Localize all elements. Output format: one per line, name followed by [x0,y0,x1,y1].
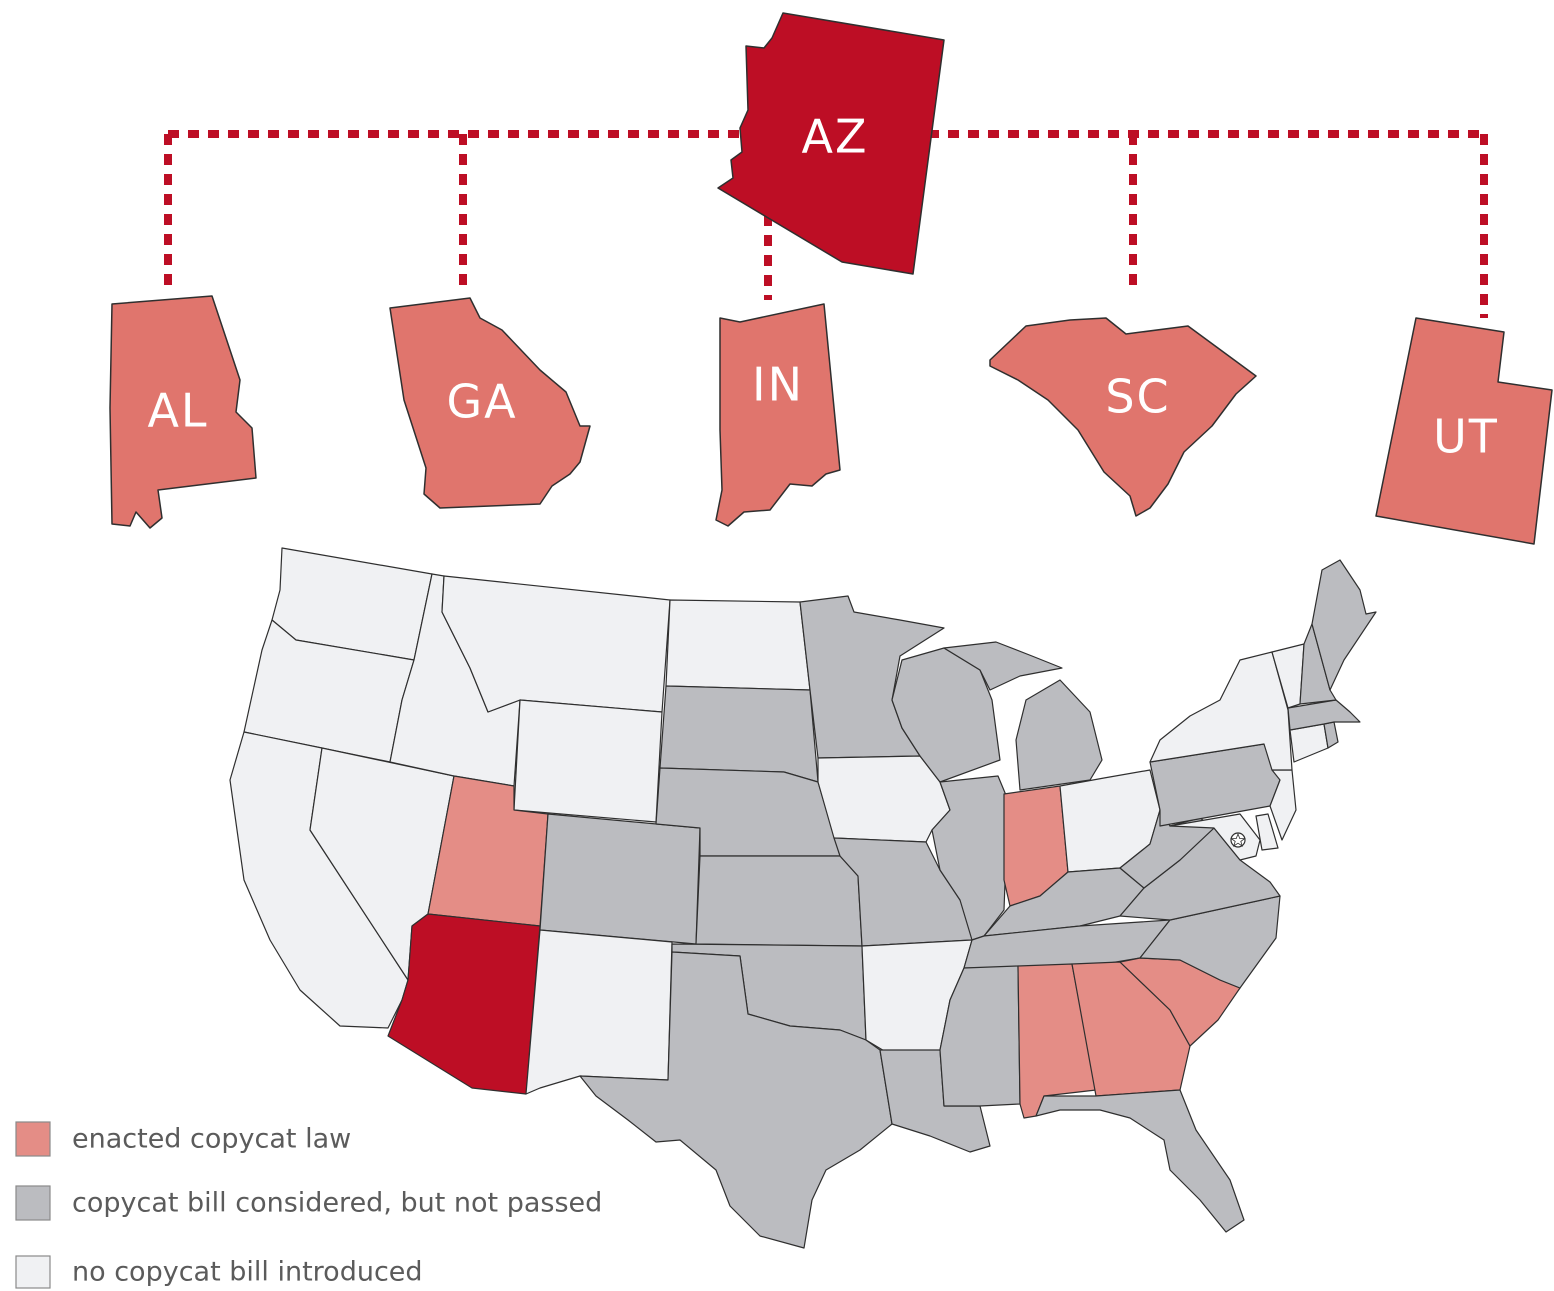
legend-item-none: no copycat bill introduced [15,1255,423,1289]
state-sc-large: SC [989,317,1257,517]
state-sc-shape [989,317,1257,517]
map-state-wy [513,699,663,823]
map-state-nh [1299,623,1337,705]
map-state-fl [1035,1089,1245,1233]
state-az-large: AZ [717,12,945,275]
state-ut-large: UT [1375,317,1553,545]
state-ga-large: GA [389,297,591,509]
map-state-az [387,913,541,1095]
state-sc-label: SC [1105,370,1170,424]
legend-swatch-considered [15,1185,51,1221]
state-ga-label: GA [446,375,517,429]
map-state-ct [1289,723,1329,763]
state-in-shape [715,303,841,527]
map-state-ks [695,855,863,947]
us-map [229,547,1377,1249]
map-state-nm [525,929,673,1095]
state-ut-label: UT [1433,410,1499,464]
map-state-md [1169,813,1261,861]
state-ga-shape [389,297,591,509]
map-state-mi [1015,679,1103,791]
legend-item-enacted: enacted copycat law [15,1121,351,1157]
dc-star-icon [1230,832,1246,848]
map-state-co [539,813,701,945]
state-al-label: AL [147,384,208,438]
state-az-label: AZ [802,110,869,164]
legend-label-enacted: enacted copycat law [72,1124,351,1155]
state-in-large: IN [715,303,841,527]
legend: enacted copycat law copycat bill conside… [15,1121,602,1289]
state-in-label: IN [752,358,804,412]
legend-label-none: no copycat bill introduced [72,1257,423,1288]
map-state-mi-up [943,641,1063,691]
map-state-de [1255,813,1279,851]
state-ut-shape [1375,317,1553,545]
connector-lines [164,130,1488,318]
legend-label-considered: copycat bill considered, but not passed [72,1188,602,1219]
map-state-ma [1287,699,1361,731]
map-state-sd [659,685,819,783]
legend-swatch-none [15,1255,51,1289]
map-state-tx [579,951,893,1249]
state-al-shape [109,295,257,529]
state-al-large: AL [109,295,257,529]
map-state-mn [799,595,945,759]
map-state-me [1311,559,1377,691]
state-az-shape [717,12,945,275]
map-state-nd [665,599,811,691]
legend-swatch-enacted [15,1121,51,1157]
legend-item-considered: copycat bill considered, but not passed [15,1185,602,1221]
